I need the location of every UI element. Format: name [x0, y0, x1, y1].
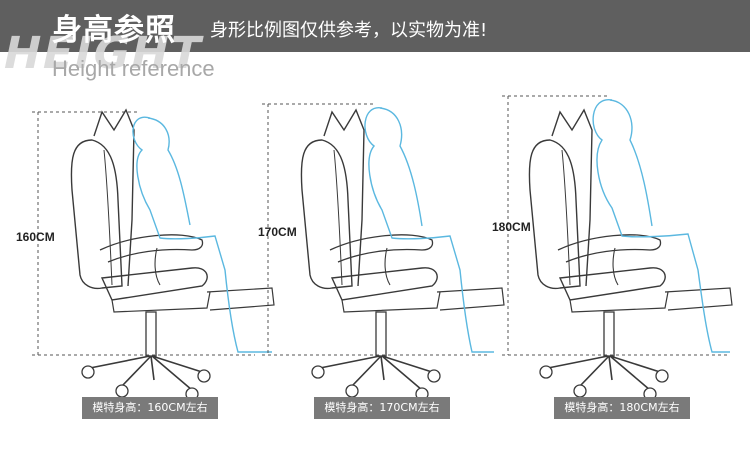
model-height-caption-160: 模特身高：160CM左右 [82, 397, 218, 419]
office-chair-icon [300, 109, 505, 401]
office-chair-icon [70, 109, 275, 401]
height-label-170: 170CM [258, 225, 297, 239]
height-label-180: 180CM [492, 220, 531, 234]
body-silhouette-icon [132, 116, 272, 353]
body-silhouette-icon [364, 107, 494, 353]
page-title: 身高参照 [52, 13, 176, 48]
office-chair-icon [528, 109, 733, 401]
body-silhouette-icon [592, 99, 730, 353]
panel-160 [32, 109, 275, 401]
model-height-caption-180: 模特身高：180CM左右 [554, 397, 690, 419]
header-banner [0, 0, 750, 52]
page-subtitle: 身形比例图仅供参考，以实物为准! [210, 20, 488, 41]
panel-170 [262, 103, 505, 401]
model-height-caption-170: 模特身高：170CM左右 [314, 397, 450, 419]
panel-180 [502, 95, 733, 401]
height-label-160: 160CM [16, 230, 55, 244]
page-subtitle-english: Height reference [52, 56, 215, 81]
